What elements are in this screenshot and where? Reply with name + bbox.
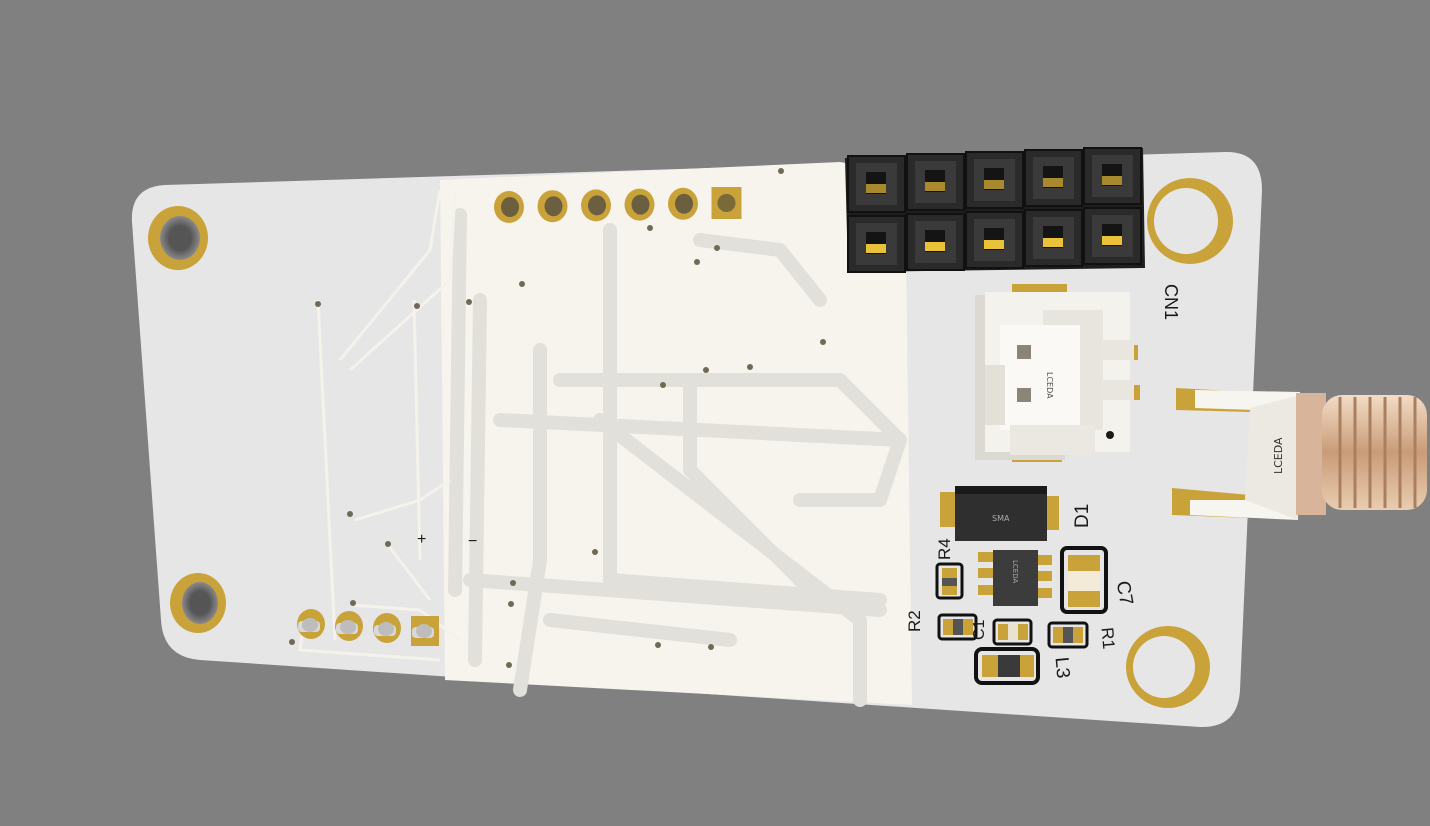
vias <box>289 168 826 668</box>
svg-text:LCEDA: LCEDA <box>1011 560 1019 583</box>
top-pin-row <box>494 187 742 223</box>
mounting-hole-bottom-right <box>1126 626 1210 708</box>
through-hole-pad <box>537 190 568 223</box>
through-hole-pin <box>411 616 439 646</box>
pcb-traces <box>448 208 907 707</box>
through-hole-pad <box>711 187 742 219</box>
wire-connector: LCEDA <box>975 284 1140 462</box>
mounting-hole-top-left <box>148 206 208 270</box>
header-pin-socket <box>965 151 1024 209</box>
through-hole-pad <box>581 189 611 222</box>
silk-r4: R4 <box>935 538 954 560</box>
header-pin-socket <box>1024 149 1083 207</box>
svg-text:LCEDA: LCEDA <box>1045 372 1054 399</box>
mounting-hole-top-right <box>1147 178 1233 264</box>
through-hole-pin <box>335 611 363 641</box>
sma-antenna-connector: LCEDA <box>1172 388 1427 520</box>
capacitor-c7 <box>1060 546 1108 614</box>
silk-c7: C7 <box>1112 579 1137 607</box>
svg-text:SMA: SMA <box>992 514 1010 523</box>
header-pin-socket <box>1024 209 1083 267</box>
silk-c1: C1 <box>971 619 988 640</box>
pcb-traces-thin <box>298 189 461 662</box>
resistor-r2 <box>937 613 978 641</box>
silk-cn1: CN1 <box>1161 284 1181 320</box>
resistor-r1 <box>1047 621 1089 649</box>
silk-l3: L3 <box>1050 656 1073 679</box>
header-pin-socket <box>847 215 906 273</box>
pin1-marker <box>1106 431 1114 439</box>
pin-header-icon <box>845 147 1145 273</box>
ic-regulator: LCEDA <box>978 550 1052 606</box>
silk-plus: + <box>417 531 426 548</box>
svg-text:LCEDA: LCEDA <box>1272 437 1285 474</box>
through-hole-pad <box>668 187 698 220</box>
header-pin-socket <box>965 211 1024 269</box>
header-pin-socket <box>906 153 965 211</box>
silk-r2: R2 <box>905 610 924 632</box>
through-hole-pad <box>624 188 655 221</box>
inductor-l3 <box>974 647 1040 685</box>
diode-d1: SMA <box>940 486 1059 541</box>
silk-minus: − <box>468 533 477 550</box>
silk-d1: D1 <box>1072 504 1093 528</box>
through-hole-pin <box>297 609 325 639</box>
resistor-r4 <box>935 562 964 600</box>
header-pin-socket <box>1083 207 1142 265</box>
through-hole-pad <box>494 191 524 223</box>
header-pin-socket <box>906 213 965 271</box>
silk-r1: R1 <box>1097 627 1118 650</box>
mounting-hole-bottom-left <box>170 573 226 633</box>
through-hole-pin <box>373 613 401 643</box>
bottom-pin-row <box>297 609 439 646</box>
header-pin-socket <box>1083 147 1142 205</box>
capacitor-c1 <box>992 618 1033 646</box>
header-pin-socket <box>847 155 906 213</box>
